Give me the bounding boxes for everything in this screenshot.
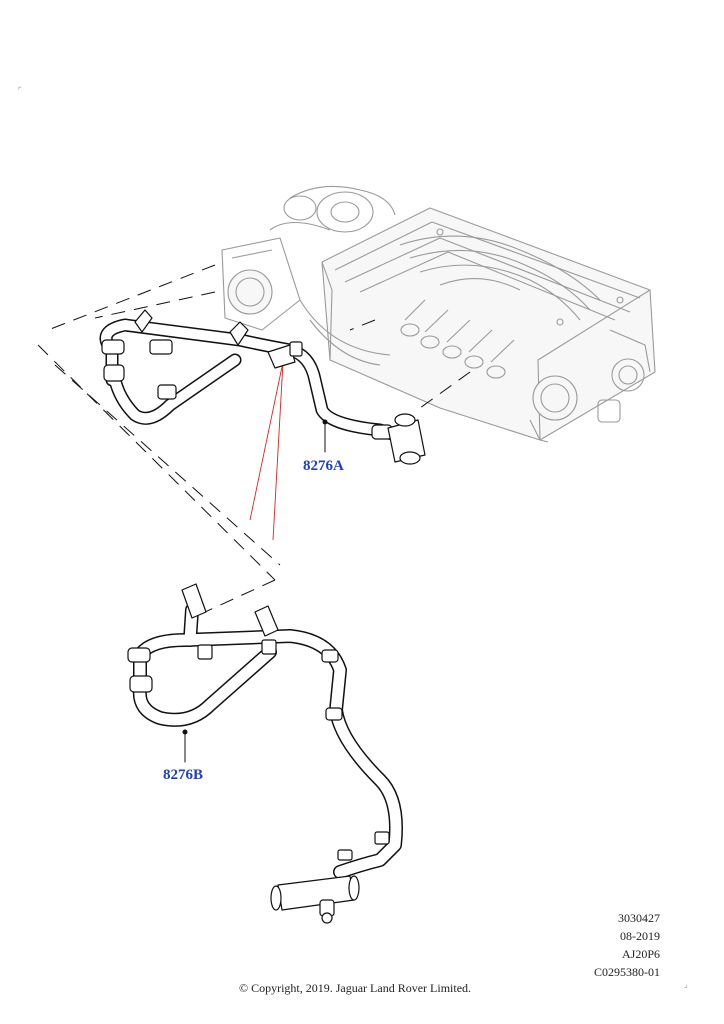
callout-8276b[interactable]: 8276B bbox=[163, 767, 204, 783]
corner-mark-bottom-right: ⌟ bbox=[684, 980, 688, 989]
dashed-locator-lines bbox=[37, 264, 471, 613]
corner-mark-top-left: ⌜ bbox=[18, 86, 22, 95]
red-leader-lines bbox=[249, 361, 284, 541]
reference-line-4: C0295380-01 bbox=[594, 965, 660, 979]
reference-line-2: 08-2019 bbox=[620, 929, 660, 943]
reference-line-3: AJ20P6 bbox=[621, 947, 660, 961]
reference-block: 3030427 08-2019 AJ20P6 C0295380-01 bbox=[560, 909, 660, 981]
hose-8276b bbox=[127, 583, 403, 924]
reference-line-1: 3030427 bbox=[618, 911, 660, 925]
copyright-notice: © Copyright, 2019. Jaguar Land Rover Lim… bbox=[238, 981, 472, 995]
callout-8276a[interactable]: 8276A bbox=[303, 458, 344, 474]
hose-8276a bbox=[99, 309, 426, 465]
intake-manifold-illustration bbox=[221, 185, 656, 443]
